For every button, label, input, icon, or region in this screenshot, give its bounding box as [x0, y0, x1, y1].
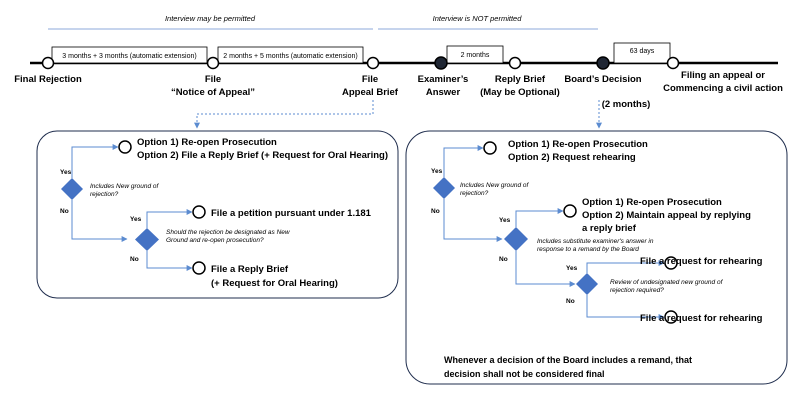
right-yes1-label: Yes: [431, 168, 443, 175]
right-decision-diamond-3: [576, 273, 598, 295]
interview-permitted-label: Interview may be permitted: [165, 14, 256, 23]
right-option-2: Option 2) Request rehearing: [508, 152, 636, 163]
left-decision-diamond-2: [135, 228, 159, 251]
appeal-brief-label-2: Appeal Brief: [342, 87, 399, 98]
left-no2-label: No: [130, 256, 139, 263]
appeal-brief-connector: [194, 100, 374, 129]
appeal-brief-label-1: File: [362, 74, 378, 85]
left-yes2-line: [146, 209, 193, 228]
examiners-answer-label-2: Answer: [426, 87, 461, 98]
right-question-2-line2: response to a remand by the Board: [537, 246, 639, 253]
notice-of-appeal-label-1: File: [205, 74, 221, 85]
left-question-2-line1: Should the rejection be designated as Ne…: [166, 229, 291, 236]
right-rehearing-label-2: File a request for rehearing: [640, 313, 763, 324]
right-no1-line: [443, 199, 503, 242]
right-no3-label: No: [566, 298, 575, 305]
right-mid-option-3: a reply brief: [582, 223, 637, 234]
period-box-3: [446, 45, 504, 64]
remand-note-line-1: Whenever a decision of the Board include…: [444, 355, 692, 365]
examiners-answer-label-1: Examiner’s: [418, 74, 469, 85]
left-reply-node: [192, 261, 206, 275]
milestone-final-rejection: [41, 56, 55, 70]
boards-decision-label: Board’s Decision: [564, 74, 641, 85]
right-question-3-line2: rejection required?: [610, 287, 664, 294]
left-reply-label-2: (+ Request for Oral Hearing): [211, 278, 338, 289]
period-2-label: 2 months + 5 months (automatic extension…: [223, 53, 357, 60]
left-reply-label-1: File a Reply Brief: [211, 264, 289, 275]
right-mid-option-node: [563, 204, 577, 218]
right-mid-option-1: Option 1) Re-open Prosecution: [582, 197, 722, 208]
left-question-1-line1: Includes New ground of: [90, 183, 159, 190]
right-top-option-node: [483, 141, 497, 155]
milestone-appeal-brief: [366, 56, 380, 70]
right-decision-diamond-1: [433, 177, 455, 199]
reply-brief-label-2: (May be Optional): [480, 87, 560, 98]
right-no2-label: No: [499, 256, 508, 263]
remand-note-line-2: decision shall not be considered final: [444, 369, 605, 379]
period-box-2: [217, 46, 364, 64]
right-question-1-line2: rejection?: [460, 190, 489, 197]
interview-not-permitted-label: Interview is NOT permitted: [433, 14, 523, 23]
right-no3-line: [586, 295, 665, 320]
right-question-2-line1: Includes substitute examiner's answer in: [537, 238, 654, 245]
left-yes1-label: Yes: [60, 169, 72, 176]
left-option-1: Option 1) Re-open Prosecution: [137, 137, 277, 148]
left-no1-line: [71, 200, 128, 242]
filing-appeal-label-1: Filing an appeal or: [681, 70, 765, 81]
filing-appeal-label-2: Commencing a civil action: [663, 83, 783, 94]
final-rejection-label: Final Rejection: [14, 74, 82, 85]
reply-brief-label-1: Reply Brief: [495, 74, 546, 85]
period-box-1: [51, 46, 208, 64]
right-flow-box: [405, 130, 788, 385]
right-question-1-line1: Includes New ground of: [460, 182, 529, 189]
notice-of-appeal-label-2: “Notice of Appeal”: [171, 87, 255, 98]
right-mid-option-2: Option 2) Maintain appeal by replying: [582, 210, 751, 221]
right-yes3-label: Yes: [566, 265, 578, 272]
left-petition-label: File a petition pursuant under 1.181: [211, 208, 372, 219]
left-option-2: Option 2) File a Reply Brief (+ Request …: [137, 150, 388, 161]
left-yes1-line: [71, 144, 119, 178]
left-no1-label: No: [60, 208, 69, 215]
milestone-boards-decision: [596, 56, 610, 70]
left-flow-box: [36, 130, 399, 299]
left-no2-line: [146, 251, 193, 271]
right-yes3-line: [586, 260, 665, 273]
right-option-1: Option 1) Re-open Prosecution: [508, 139, 648, 150]
left-decision-diamond-1: [61, 178, 83, 200]
milestone-reply-brief: [508, 56, 522, 70]
right-question-3-line1: Review of undesignated new ground of: [610, 279, 724, 286]
left-top-option-node: [118, 140, 132, 154]
right-decision-diamond-2: [504, 227, 528, 251]
period-4-label: 63 days: [630, 48, 655, 55]
left-question-1-line2: rejection?: [90, 191, 119, 198]
right-rehearing-node-2: [664, 310, 678, 324]
right-rehearing-node-1: [664, 256, 678, 270]
period-box-4: [613, 42, 671, 64]
milestone-notice-of-appeal: [206, 56, 220, 70]
right-yes2-line: [515, 208, 564, 227]
milestone-examiners-answer: [434, 56, 448, 70]
right-yes2-label: Yes: [499, 217, 511, 224]
right-no1-label: No: [431, 208, 440, 215]
right-rehearing-label-1: File a request for rehearing: [640, 256, 763, 267]
boards-decision-sublabel: (2 months): [602, 99, 651, 110]
period-3-label: 2 months: [461, 52, 490, 59]
left-petition-node: [192, 205, 206, 219]
right-no2-line: [515, 251, 576, 287]
left-yes2-label: Yes: [130, 216, 142, 223]
period-1-label: 3 months + 3 months (automatic extension…: [62, 53, 196, 60]
right-yes1-line: [443, 145, 484, 177]
left-question-2-line2: Ground and re-open prosecution?: [166, 237, 264, 244]
milestone-filing-appeal: [666, 56, 680, 70]
